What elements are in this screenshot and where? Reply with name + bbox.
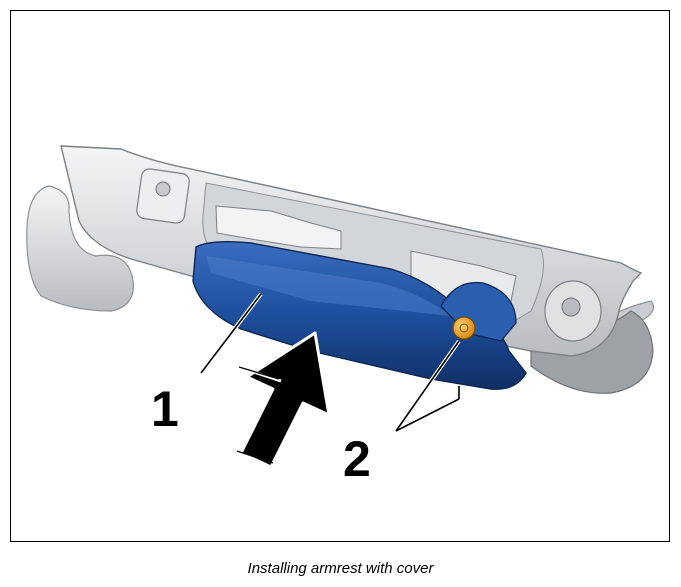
left-latch-knob: [155, 181, 171, 197]
blue-bracket: [440, 281, 517, 342]
leader-line-2a: [395, 340, 460, 432]
arrow-up-right-icon: [236, 331, 331, 469]
right-latch-knob: [561, 297, 581, 317]
blue-cover-highlight: [206, 256, 451, 316]
leader-line-1: [200, 293, 262, 374]
leader-line-2b: [395, 398, 460, 432]
left-end-cap: [26, 185, 134, 312]
figure-caption: Installing armrest with cover: [247, 560, 434, 577]
bolt-icon: [452, 316, 476, 340]
callout-number-1: 1: [151, 381, 179, 437]
callout-number-2: 2: [343, 431, 371, 487]
cavity-mechanism: [215, 205, 342, 250]
figure-frame: 1 2: [10, 10, 670, 542]
armrest-illustration: 1 2: [26, 145, 654, 487]
